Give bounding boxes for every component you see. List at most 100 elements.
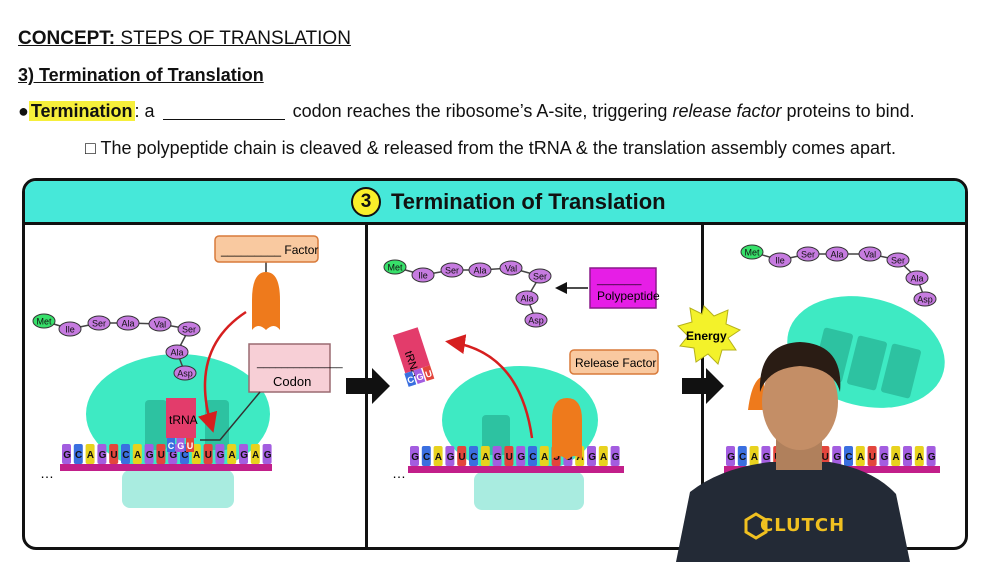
mrna-base-letter: U bbox=[158, 450, 165, 461]
ellipsis-1: … bbox=[40, 465, 54, 481]
mrna-base bbox=[855, 446, 865, 466]
mrna-base-letter: U bbox=[869, 452, 876, 463]
anticodon-base bbox=[413, 368, 426, 384]
ribosome-site-3 bbox=[482, 415, 510, 455]
mrna-base bbox=[203, 444, 213, 464]
mrna-base bbox=[844, 446, 853, 466]
trna-label-1: tRNA bbox=[169, 413, 198, 427]
mrna-base-letter: C bbox=[470, 452, 477, 463]
presenter-body bbox=[676, 462, 910, 562]
mrna-base bbox=[85, 444, 95, 464]
trna-body-2 bbox=[392, 327, 430, 374]
mrna-base-letter: G bbox=[63, 450, 71, 461]
mrna-base-letter: C bbox=[845, 452, 852, 463]
anticodon-base bbox=[167, 438, 175, 452]
amino-acid bbox=[515, 290, 539, 306]
ribosome-site-1 bbox=[145, 400, 167, 450]
amino-acid bbox=[468, 262, 492, 278]
step-arrow-2 bbox=[682, 368, 724, 404]
mrna-base bbox=[516, 446, 526, 466]
amino-acid-label: Ile bbox=[775, 256, 785, 266]
mrna-base-letter: C bbox=[423, 452, 430, 463]
mrna-base-letter: U bbox=[553, 452, 560, 463]
mrna-base bbox=[250, 444, 260, 464]
release-factor-2 bbox=[552, 398, 582, 460]
mrna-base bbox=[410, 446, 419, 466]
anticodon-letter: C bbox=[406, 374, 416, 386]
mrna-base-letter: C bbox=[529, 452, 536, 463]
mrna-base-letter: G bbox=[240, 450, 248, 461]
mrna-base bbox=[926, 446, 936, 466]
bullet-rest-2: proteins to bind. bbox=[786, 101, 915, 121]
amino-acid-label: Met bbox=[36, 317, 52, 327]
mrna-base bbox=[73, 444, 83, 464]
mrna-base bbox=[528, 446, 537, 466]
amino-acid bbox=[886, 252, 910, 268]
ribosome-small-subunit-1 bbox=[122, 470, 234, 508]
mrna-base-letter: C bbox=[739, 452, 746, 463]
mrna-base bbox=[215, 444, 225, 464]
mrna-base-letter: C bbox=[181, 450, 188, 461]
mrna-base bbox=[469, 446, 478, 466]
subunit-block-3 bbox=[881, 343, 921, 399]
mrna-base bbox=[749, 446, 759, 466]
mrna-base bbox=[504, 446, 514, 466]
release-factor-label: Release Factor bbox=[575, 356, 656, 370]
mrna-base-letter: U bbox=[822, 452, 829, 463]
mrna-base bbox=[97, 444, 107, 464]
mrna-base bbox=[891, 446, 901, 466]
mrna-base-letter: G bbox=[928, 452, 936, 463]
amino-acid bbox=[116, 315, 140, 331]
amino-acid-label: Ala bbox=[170, 348, 183, 358]
anticodon-base bbox=[422, 365, 435, 382]
amino-acid-label: Ile bbox=[65, 325, 75, 335]
anticodon-base bbox=[186, 438, 194, 452]
anticodon-base bbox=[404, 371, 417, 387]
mrna-base bbox=[867, 446, 877, 466]
mrna-base bbox=[132, 444, 142, 464]
mrna-base bbox=[539, 446, 549, 466]
fill-in-blank bbox=[162, 104, 285, 120]
codon-line: ______________ bbox=[256, 357, 344, 369]
mrna-base-letter: G bbox=[727, 452, 735, 463]
mrna-base-letter: A bbox=[435, 452, 442, 463]
amino-acid-label: Ala bbox=[520, 294, 533, 304]
amino-acid-label: Ser bbox=[92, 319, 106, 329]
ellipsis-2: … bbox=[392, 465, 406, 481]
amino-acid bbox=[58, 321, 82, 337]
bullet-italic: release factor bbox=[672, 101, 782, 121]
mrna-base bbox=[156, 444, 166, 464]
mrna-base-letter: A bbox=[87, 450, 94, 461]
ribosome-small-subunit-2 bbox=[474, 472, 584, 510]
mrna-base-letter: A bbox=[482, 452, 489, 463]
mrna-base bbox=[421, 446, 431, 466]
amino-acid bbox=[411, 267, 435, 283]
amino-acid bbox=[905, 270, 929, 286]
mrna-base bbox=[832, 446, 842, 466]
amino-acid bbox=[740, 244, 764, 260]
amino-acid-label: Met bbox=[744, 248, 760, 258]
bullet-dot: ● bbox=[18, 101, 29, 121]
mrna-base bbox=[239, 444, 248, 464]
amino-acid bbox=[177, 321, 201, 337]
presenter-video bbox=[676, 342, 910, 562]
mrna-base-letter: A bbox=[193, 450, 200, 461]
amino-acid-label: Ala bbox=[121, 319, 134, 329]
anticodon-letter: U bbox=[424, 368, 433, 380]
trna-release-arrow bbox=[445, 334, 534, 439]
amino-acid-label: Ser bbox=[801, 250, 815, 260]
mrna-base-letter: A bbox=[916, 452, 923, 463]
mrna-base-letter: A bbox=[892, 452, 899, 463]
mrna-base bbox=[262, 444, 272, 464]
ribosome-site-2 bbox=[205, 400, 229, 450]
mrna-base-letter: A bbox=[751, 452, 758, 463]
anticodon-letter: U bbox=[187, 441, 194, 451]
